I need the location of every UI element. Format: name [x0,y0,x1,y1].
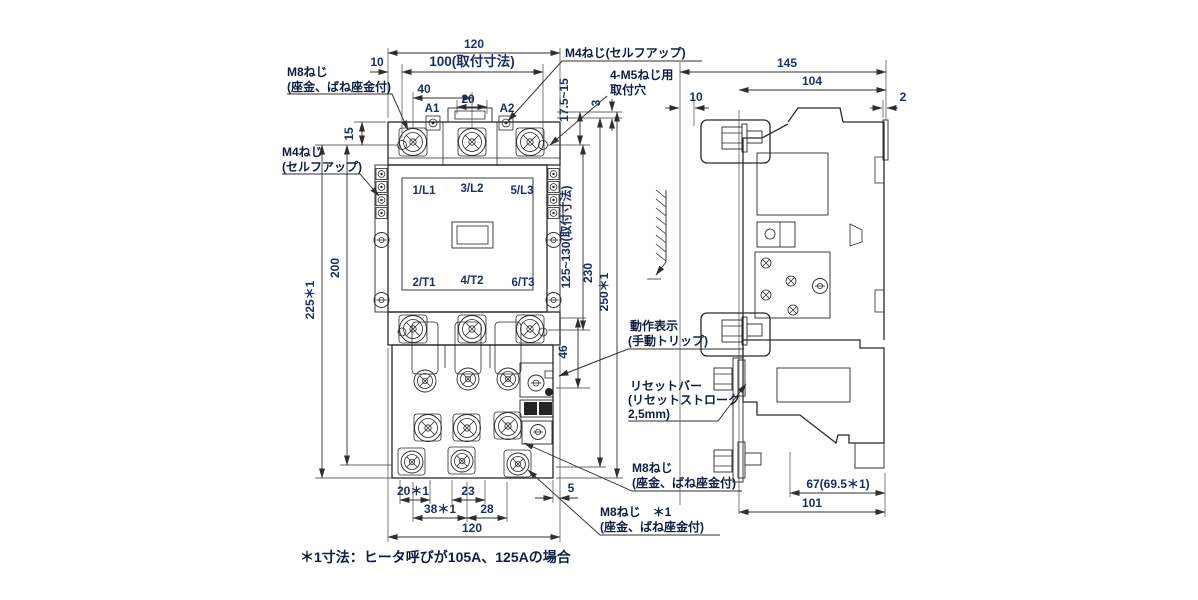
terminal-label-a2: A2 [500,103,515,115]
svg-text:M8ねじ: M8ねじ [632,461,673,475]
svg-text:M8ねじ ＊1: M8ねじ ＊1 [600,505,672,519]
coil-terminal-a1 [425,115,441,131]
dim-225: 225＊1 [303,280,317,319]
label-reset-bar: リセットバー (リセットストローク 2,5mm) [628,379,747,422]
side-body [742,107,889,340]
side-relay-bolt-upper [713,359,746,397]
mounting-surface-symbol [647,189,667,280]
dim-mounting-width: 100(取付寸法) [429,53,515,69]
mounting-hole-top-left [397,140,407,150]
svg-text:動作表示: 動作表示 [630,318,678,333]
dim-overall-width: 120 [464,37,484,51]
label-operation-indicator: 動作表示 (手動トリップ) [558,318,744,377]
trip-indicator-window [544,370,554,379]
front-thermal-relay [391,321,554,479]
terminal-label-2T1: 2/T1 [412,277,436,289]
svg-text:(手動トリップ): (手動トリップ) [628,333,708,348]
svg-text:(座金、ばね座金付): (座金、ばね座金付) [632,475,736,490]
dim-15: 15 [342,127,356,141]
front-top-terminal-block: A1 A2 [387,103,561,166]
label-m8-screw-bottom: M8ねじ ＊1 (座金、ばね座金付) [527,469,720,536]
label-m4-screw-top: M4ねじ(セルフアップ) [507,45,702,122]
svg-text:(セルフアップ): (セルフアップ) [282,159,362,174]
label-m8-screw-middle: M8ねじ (座金、ばね座金付) [523,442,742,492]
dim-depth-2: 2 [900,90,907,104]
mounting-hole-bottom-right [538,327,548,337]
mounting-hole-bottom-left [397,327,407,337]
dim-mounting-height: 125~130(取付寸法) [558,185,573,288]
terminal-label-4T2: 4/T2 [460,275,483,287]
side-top-foot [700,119,771,164]
terminal-label-6T3: 6/T3 [511,277,534,289]
dim-46: 46 [556,345,570,359]
dim-3: 3 [589,99,603,106]
label-m5-mounting-holes: 4-M5ねじ用 取付穴 [549,68,673,146]
svg-text:リセットバー: リセットバー [630,379,702,393]
svg-text:2,5mm): 2,5mm) [628,407,670,421]
dim-5: 5 [568,481,575,495]
dim-depth-101: 101 [802,496,822,510]
dim-40: 40 [417,82,431,96]
dim-edge-offset: 10 [370,55,384,69]
terminal-label-a1: A1 [425,103,440,115]
dim-17-5-15: 17.5~15 [557,78,571,122]
reset-indicator-device [519,362,554,445]
side-bottom-foot [700,312,771,357]
terminal-label-3L2: 3/L2 [460,183,483,195]
dim-depth-10: 10 [689,90,703,104]
terminal-label-1L1: 1/L1 [412,185,436,197]
front-main-face: 1/L1 3/L2 5/L3 2/T1 4/T2 6/T3 [387,164,548,313]
mounting-hole-top-right [538,140,548,150]
dim-200: 200 [328,258,342,278]
dim-20-1: 20＊1 [397,484,429,498]
dim-20: 20 [461,92,475,106]
dim-bottom-width: 120 [462,521,482,535]
coil-terminal-a2 [498,115,514,131]
svg-text:M4ねじ: M4ねじ [282,145,323,159]
nameplate [451,221,494,249]
dim-depth-total: 145 [777,56,797,70]
svg-text:(座金、ばね座金付): (座金、ばね座金付) [287,79,391,94]
dim-28: 28 [480,502,494,516]
front-leader-labels: M8ねじ (座金、ばね座金付) M4ねじ (セルフアップ) M4ねじ(セルフアッ… [282,45,747,536]
svg-text:取付穴: 取付穴 [610,82,646,97]
side-view: 145 104 10 2 67(69.5＊1) 101 [647,56,907,517]
dim-depth-104: 104 [802,74,822,88]
label-m8-screw-top: M8ねじ (座金、ばね座金付) [287,65,409,131]
front-view: A1 A2 1/L1 3/L2 5/L3 2/T1 4/T2 6/T3 [282,37,747,542]
svg-text:(リセットストローク: (リセットストローク [628,393,740,407]
side-dimensions: 145 104 10 2 67(69.5＊1) 101 [665,56,907,515]
front-bottom-terminal-block [387,311,561,346]
dim-230: 230 [581,263,595,283]
side-relay [713,339,885,483]
dim-250: 250＊1 [597,272,611,311]
side-relay-bolt-lower [713,441,762,479]
reset-button [545,388,553,396]
label-m4-screw-left: M4ねじ (セルフアップ) [282,145,380,197]
dim-23: 23 [461,484,475,498]
dim-38-1: 38＊1 [424,502,456,516]
svg-text:M8ねじ: M8ねじ [287,65,328,79]
dimension-footnote: ＊1寸法：ヒータ呼びが105A、125Aの場合 [300,549,572,565]
svg-text:4-M5ねじ用: 4-M5ねじ用 [610,68,673,82]
terminal-label-5L3: 5/L3 [510,185,533,197]
svg-text:(座金、ばね座金付): (座金、ばね座金付) [600,519,704,534]
dim-depth-67: 67(69.5＊1) [806,477,869,491]
svg-text:M4ねじ(セルフアップ): M4ねじ(セルフアップ) [565,45,686,60]
front-dimensions: 120 100(取付寸法) 10 40 20 15 200 225＊1 125~… [303,37,623,542]
